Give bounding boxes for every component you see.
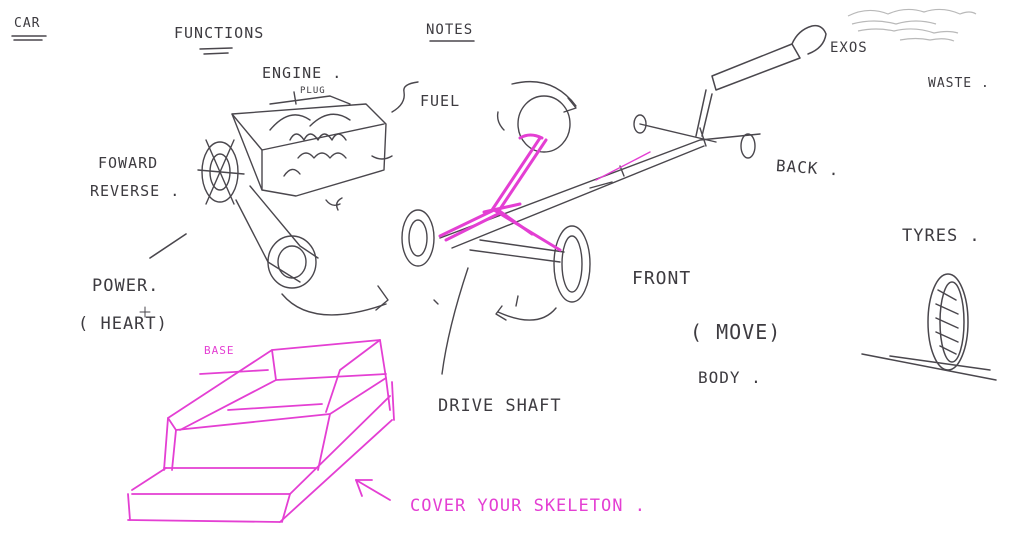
label-front: FRONT (632, 268, 692, 289)
car-underline (11, 35, 47, 41)
label-power: POWER. (92, 276, 160, 296)
label-body: BODY . (698, 368, 762, 387)
label-waste: WASTE . (928, 76, 990, 91)
label-cover-your-skeleton: COVER YOUR SKELETON . (410, 496, 646, 516)
label-drive-shaft: DRIVE SHAFT (438, 396, 562, 416)
label-plug: PLUG (300, 86, 326, 96)
drive-shaft-highlight (438, 133, 562, 252)
exhaust-smoke (847, 8, 977, 42)
label-fuel: FUEL (420, 92, 461, 110)
functions-underline (199, 47, 233, 55)
engine-sketch (197, 81, 419, 316)
label-functions: FUNCTIONS (174, 24, 265, 42)
separator-stroke (149, 233, 187, 259)
label-base: BASE (204, 344, 235, 357)
label-car: CAR (14, 16, 41, 31)
label-exos: EXOS (830, 40, 868, 56)
label-engine: ENGINE . (262, 64, 343, 82)
cursor-mark (139, 306, 151, 318)
label-notes: NOTES (426, 22, 474, 38)
label-move: ( MOVE) (690, 320, 782, 344)
exhaust-pipe (695, 24, 827, 137)
label-foward: FOWARD (98, 154, 159, 172)
car-body-box (127, 339, 395, 523)
chassis-skeleton (401, 80, 761, 375)
tyre-sketch (861, 273, 997, 381)
label-heart: ( HEART) (78, 314, 168, 334)
gear-stick-highlight (595, 151, 651, 181)
label-tyres: TYRES . (902, 226, 981, 246)
label-reverse: REVERSE . (90, 182, 181, 200)
